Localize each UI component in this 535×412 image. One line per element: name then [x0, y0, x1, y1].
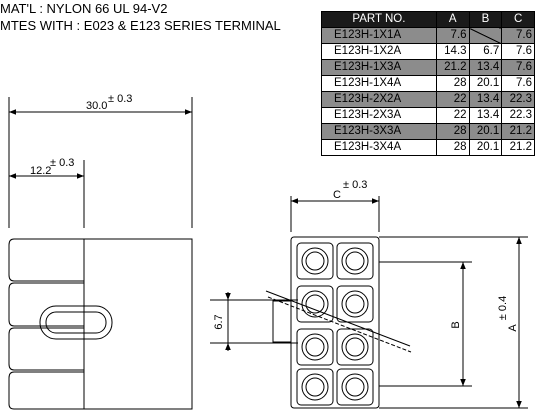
cavity-hole-inner	[345, 377, 365, 397]
cell-c: 21.2	[501, 139, 535, 156]
dim-b-label: B	[450, 321, 462, 328]
side-rib-3	[8, 327, 84, 371]
cavity	[296, 242, 334, 280]
dim-c-label: C	[333, 189, 341, 201]
cell-b: 20.1	[468, 123, 503, 140]
cavity-hole-outer	[341, 247, 369, 275]
dim-a-label: A	[507, 324, 519, 332]
cavity-hole-outer	[341, 373, 369, 401]
side-rib-1	[8, 238, 84, 282]
dim-pitch-value: 6.7	[213, 314, 225, 329]
cell-b	[468, 27, 503, 44]
cavity-square	[296, 285, 334, 323]
cavity-square	[336, 368, 374, 406]
cell-part: E123H-3X4A	[321, 139, 437, 156]
cavity	[336, 328, 374, 366]
header-part-no: PART NO.	[321, 11, 437, 28]
side-rib-4	[8, 371, 84, 410]
cavity-hole-outer	[341, 290, 369, 318]
cavity-square	[296, 242, 334, 280]
cell-b: 20.1	[468, 75, 503, 92]
header-a: A	[435, 11, 470, 28]
cell-b: 13.4	[468, 91, 503, 108]
cavity-hole-inner	[305, 377, 325, 397]
cavity-hole-inner	[305, 294, 325, 314]
break-line-2	[267, 296, 412, 353]
cell-b: 13.4	[468, 59, 503, 76]
cell-a: 28	[435, 123, 470, 140]
cavity-hole-outer	[341, 333, 369, 361]
cavity-hole-inner	[305, 251, 325, 271]
material-note: MAT'L : NYLON 66 UL 94-V2	[0, 1, 168, 16]
cell-part: E123H-3X3A	[321, 123, 437, 140]
break-line-1	[265, 290, 411, 347]
side-body	[83, 238, 193, 410]
dim-30-tol: ± 0.3	[108, 93, 132, 105]
cell-part: E123H-1X1A	[321, 27, 437, 44]
side-latch-outer	[39, 305, 113, 340]
cavity	[296, 328, 334, 366]
cavity	[336, 242, 374, 280]
cavity-square	[336, 242, 374, 280]
cavity-square	[296, 368, 334, 406]
dim-30-value: 30.0	[86, 100, 107, 112]
header-b: B	[468, 11, 503, 28]
dim-12-tol: ± 0.3	[50, 157, 74, 169]
cavity	[336, 368, 374, 406]
cavity-hole-inner	[345, 294, 365, 314]
side-latch-inner	[45, 311, 107, 334]
cavity-hole-outer	[301, 333, 329, 361]
header-c: C	[501, 11, 535, 28]
cell-c: 22.3	[501, 107, 535, 124]
cell-part: E123H-1X3A	[321, 59, 437, 76]
cell-c: 7.6	[501, 59, 535, 76]
front-tab	[272, 300, 292, 343]
cavity	[296, 368, 334, 406]
cell-a: 21.2	[435, 59, 470, 76]
dim-12-value: 12.2	[30, 165, 51, 177]
cell-c: 7.6	[501, 27, 535, 44]
cavity-hole-inner	[305, 337, 325, 357]
cavity-square	[296, 328, 334, 366]
cavity-square	[336, 328, 374, 366]
cavity-hole-inner	[345, 337, 365, 357]
cavity-hole-outer	[301, 247, 329, 275]
mates-note: MTES WITH : E023 & E123 SERIES TERMINAL	[0, 18, 281, 33]
cavity	[336, 285, 374, 323]
front-view	[210, 196, 528, 409]
cavity	[296, 285, 334, 323]
cavity-square	[336, 285, 374, 323]
cavity-hole-outer	[301, 373, 329, 401]
table-header-row: PART NO. A B C	[321, 11, 535, 28]
side-view	[8, 97, 193, 410]
dim-c-tol: ± 0.3	[343, 179, 367, 191]
cell-part: E123H-1X4A	[321, 75, 437, 92]
cell-c: 21.2	[501, 123, 535, 140]
side-rib-2	[8, 282, 84, 327]
dim-a-tol: ± 0.4	[497, 296, 509, 320]
cavity-hole-outer	[301, 290, 329, 318]
cavity-hole-inner	[345, 251, 365, 271]
